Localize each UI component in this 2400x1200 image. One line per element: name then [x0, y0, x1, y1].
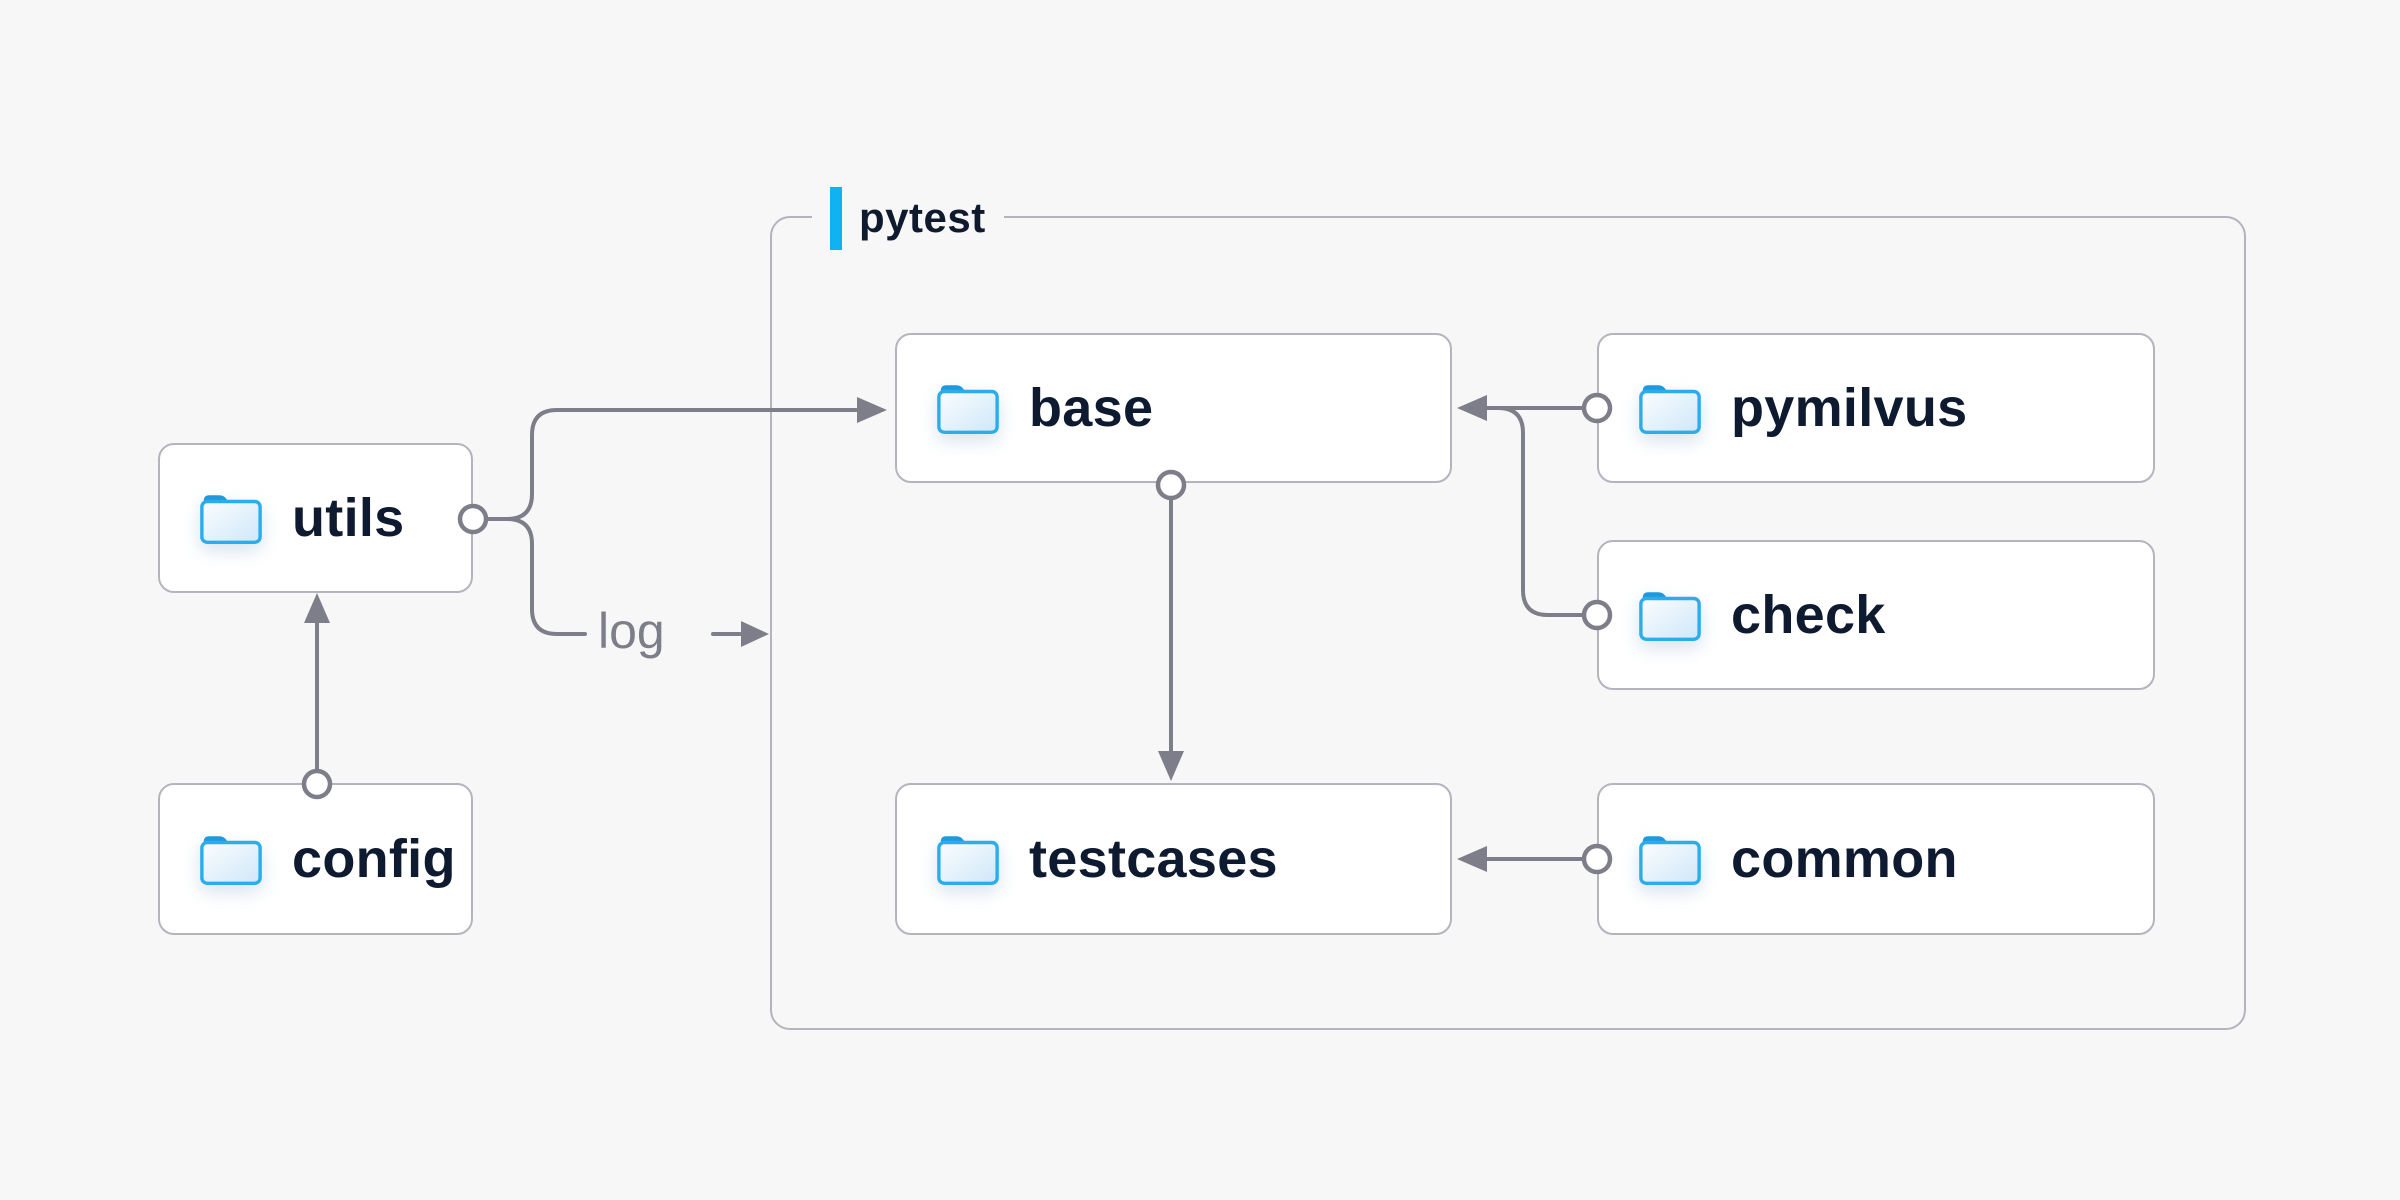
node-label: common	[1731, 829, 1958, 889]
node-label: base	[1029, 378, 1154, 438]
folder-icon	[200, 495, 262, 544]
node-testcases: testcases	[895, 783, 1452, 935]
node-label: testcases	[1029, 829, 1278, 889]
node-pymilvus: pymilvus	[1597, 333, 2155, 483]
folder-icon	[937, 836, 999, 885]
arrowhead-up-utils	[304, 593, 330, 623]
node-check: check	[1597, 540, 2155, 690]
node-common: common	[1597, 783, 2155, 935]
folder-icon	[937, 385, 999, 434]
folder-icon	[200, 836, 262, 885]
node-base: base	[895, 333, 1452, 483]
node-label: utils	[292, 488, 405, 548]
arrowhead-log	[741, 621, 769, 647]
folder-icon	[1639, 385, 1701, 434]
group-label-text: pytest	[859, 194, 986, 241]
folder-icon	[1639, 836, 1701, 885]
node-utils: utils	[158, 443, 473, 593]
pytest-group-box	[770, 216, 2246, 1030]
folder-icon	[1639, 592, 1701, 641]
node-label: pymilvus	[1731, 378, 1968, 438]
node-config: config	[158, 783, 473, 935]
node-label: check	[1731, 585, 1886, 645]
accent-bar	[830, 186, 842, 250]
edge-label-log: log	[598, 603, 665, 659]
pytest-group-label: pytest	[812, 184, 1004, 252]
node-label: config	[292, 829, 456, 889]
